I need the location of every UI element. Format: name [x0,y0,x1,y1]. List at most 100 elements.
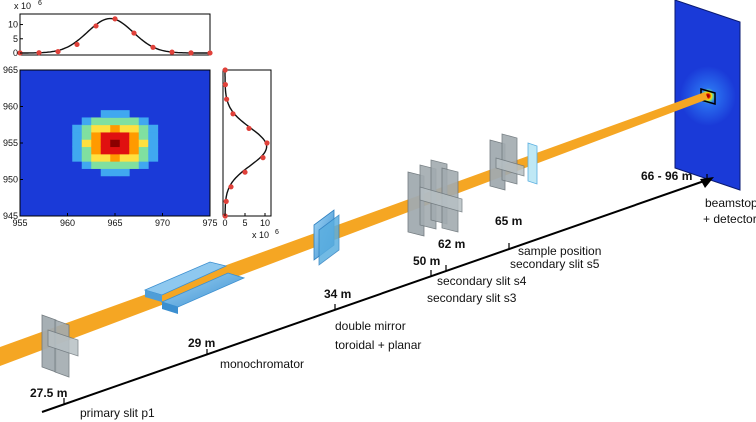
heatmap-cell [110,161,121,169]
heatmap-cell [110,117,121,126]
double-mirror [313,209,340,266]
horizontal-data-point [36,50,42,56]
heatmap-cell [119,168,130,177]
label-slit-s4: secondary slit s4 [437,274,527,288]
heatmap-cell [119,117,130,126]
monochromator-crystals [143,261,246,314]
vertical-profile-plot: 0 5 10 x 10 6 [222,67,279,240]
side-x-tick: 10 [260,218,270,228]
top-scale-exponent: 6 [38,0,42,7]
heatmap-y-tick: 960 [3,102,18,112]
heatmap-cell [138,117,149,126]
heatmap-cell [110,132,121,140]
horizontal-data-point [112,16,118,22]
distance-34: 34 m [324,287,351,301]
vertical-data-point [260,155,266,161]
heatmap-cell [148,153,159,162]
heatmap-cell [129,146,140,155]
heatmap-cell [119,110,130,118]
horizontal-data-point [207,50,213,56]
heatmap-cell [100,124,111,133]
side-scale-exponent: 6 [275,229,279,236]
heatmap-cell [138,139,149,148]
top-y-tick: 10 [8,20,18,30]
heatmap-cell [138,132,149,140]
heatmap-cell [119,161,130,169]
heatmap-y-tick: 950 [3,175,18,185]
heatmap-y-tick: 965 [3,65,18,75]
label-slit-s3: secondary slit s3 [427,291,517,305]
vertical-data-point [246,125,252,131]
label-monochromator: monochromator [220,357,304,371]
distance-29: 29 m [188,336,215,350]
heatmap-cell [110,146,121,155]
heatmap-cell [91,132,102,140]
label-detector: + detector [703,212,756,226]
horizontal-data-point [169,49,175,55]
heatmap-cell [81,132,92,140]
heatmap-cell [110,153,121,162]
vertical-data-point [228,184,234,190]
heatmap-cell [138,161,149,169]
heatmap-cell [110,124,121,133]
heatmap-cell [72,153,83,162]
distance-27-5: 27.5 m [30,386,67,400]
heatmap-cell [91,124,102,133]
label-slit-s5: secondary slit s5 [510,257,600,271]
axis-arrowhead [700,177,714,188]
heatmap-cell [81,161,92,169]
distance-axis [41,179,708,413]
heatmap-cell [81,146,92,155]
heatmap-cell [72,132,83,140]
heatmap-cell [129,132,140,140]
heatmap-x-tick: 970 [155,218,170,228]
heatmap-cell [100,132,111,140]
detector [674,0,741,191]
heatmap-cell [100,139,111,148]
heatmap-cell [129,139,140,148]
heatmap-cell [148,146,159,155]
heatmap-hotspot [72,110,159,177]
horizontal-data-point [93,23,99,29]
heatmap-cell [138,153,149,162]
heatmap-cell [138,146,149,155]
distance-66-96: 66 - 96 m [641,169,692,183]
top-y-tick: 5 [13,34,18,44]
heatmap-x-tick: 960 [60,218,75,228]
heatmap-cell [119,132,130,140]
heatmap-cell [119,146,130,155]
heatmap-cell [81,153,92,162]
label-double-mirror: double mirror [335,319,406,333]
heatmap-cell [129,124,140,133]
vertical-data-point [224,96,230,102]
side-scale-label: x 10 [252,230,269,240]
heatmap-cell [119,124,130,133]
heatmap-cell [91,161,102,169]
heatmap-cell [91,139,102,148]
side-x-tick: 0 [222,218,227,228]
heatmap-cell [91,117,102,126]
heatmap-cell [119,139,130,148]
vertical-data-point [222,82,228,88]
vertical-data-point [264,140,270,146]
vertical-data-point [230,111,236,117]
side-x-tick: 5 [242,218,247,228]
vertical-data-point [222,67,228,73]
heatmap-cell [129,153,140,162]
heatmap-cell [72,124,83,133]
heatmap-cell [138,124,149,133]
heatmap-cell [100,153,111,162]
heatmap-cell [100,146,111,155]
secondary-slit-s5 [489,133,525,191]
heatmap-cell [91,146,102,155]
label-primary-slit: primary slit p1 [80,406,155,420]
heatmap-cell [119,153,130,162]
label-sample-position: sample position [518,244,601,258]
top-y-tick: 0 [13,48,18,58]
heatmap-x-tick: 965 [107,218,122,228]
axis-ticks [63,174,708,404]
horizontal-data-point [74,41,80,48]
